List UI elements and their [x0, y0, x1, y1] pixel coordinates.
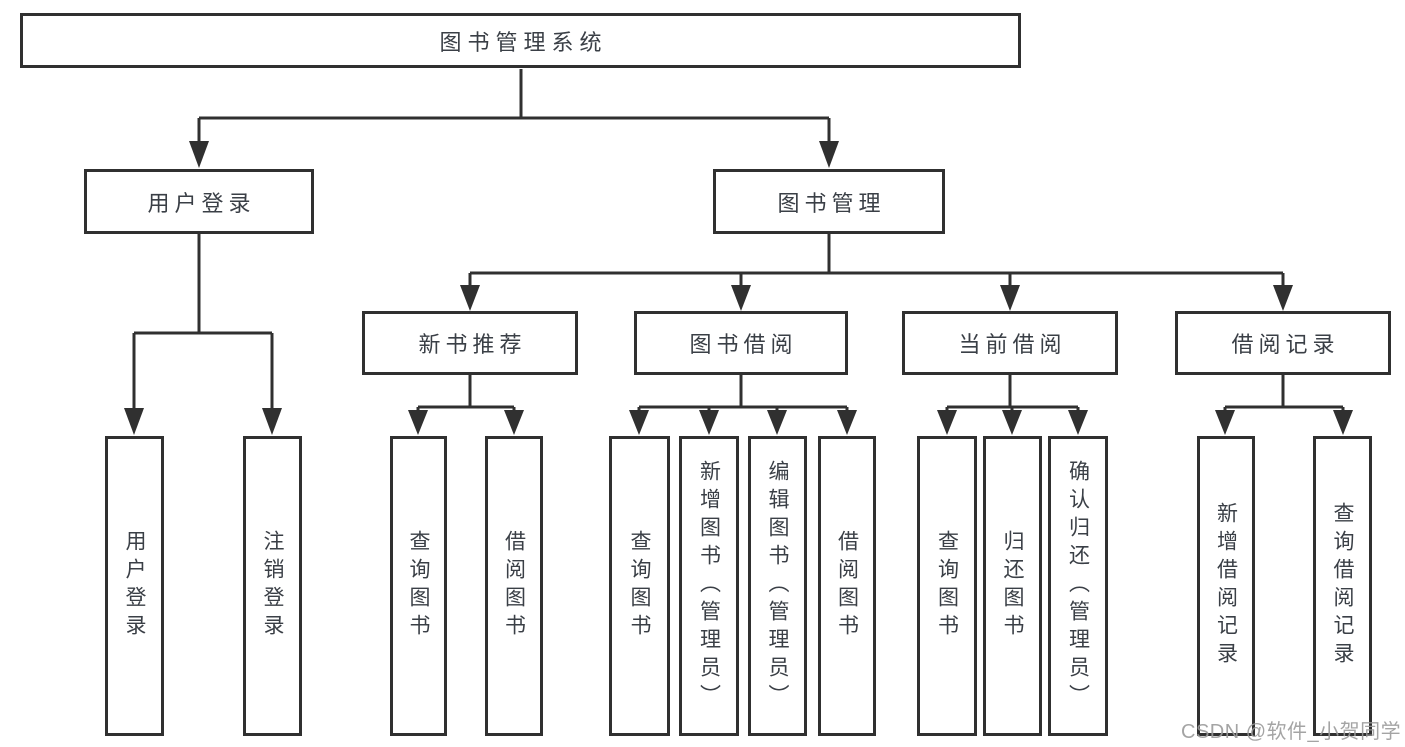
csdn-watermark: CSDN @软件_小贺同学: [1181, 721, 1402, 743]
leaf-user-login: 用户登录: [105, 436, 164, 736]
connector-book-borrow-to-leaves: [629, 375, 857, 435]
leaf-borrow-book-label: 借阅图书: [835, 530, 859, 642]
leaf-borrow-book: 借阅图书: [818, 436, 876, 736]
node-new-book-recommend: 新书推荐: [362, 311, 578, 375]
leaf-return-book-label: 归还图书: [1001, 530, 1024, 642]
node-borrow-records: 借阅记录: [1175, 311, 1391, 375]
leaf-logout-label: 注销登录: [261, 530, 284, 642]
node-new-book-recommend-label: 新书推荐: [418, 332, 527, 357]
leaf-return-book: 归还图书: [983, 436, 1042, 736]
leaf-add-book-admin: 新增图书（管理员）: [679, 436, 739, 736]
leaf-add-borrow-record-label: 新增借阅记录: [1214, 502, 1238, 670]
leaf-query-borrow-record-label: 查询借阅记录: [1331, 502, 1354, 670]
leaf-user-login-label: 用户登录: [123, 530, 146, 642]
node-book-management-label: 图书管理: [777, 190, 886, 216]
node-borrow-records-label: 借阅记录: [1231, 332, 1340, 357]
leaf-borrow-book-recommend-label: 借阅图书: [502, 530, 526, 642]
leaf-query-book-borrow-label: 查询图书: [628, 530, 651, 642]
leaf-query-book-recommend: 查询图书: [390, 436, 447, 736]
node-book-management: 图书管理: [713, 169, 945, 234]
leaf-query-book-borrow: 查询图书: [609, 436, 670, 736]
leaf-confirm-return-admin-label: 确认归还（管理员）: [1066, 460, 1090, 712]
connector-book-management-to-level3: [460, 234, 1293, 311]
leaf-logout: 注销登录: [243, 436, 302, 736]
leaf-borrow-book-recommend: 借阅图书: [485, 436, 543, 736]
node-book-borrow-label: 图书借阅: [689, 332, 798, 357]
leaf-query-book-current-label: 查询图书: [935, 530, 959, 642]
node-current-borrow: 当前借阅: [902, 311, 1118, 375]
node-current-borrow-label: 当前借阅: [958, 332, 1067, 357]
leaf-add-borrow-record: 新增借阅记录: [1197, 436, 1255, 736]
leaf-add-book-admin-label: 新增图书（管理员）: [697, 460, 721, 712]
connector-user-login-to-leaves: [124, 234, 282, 435]
node-user-login: 用户登录: [84, 169, 314, 234]
leaf-edit-book-admin-label: 编辑图书（管理员）: [766, 460, 789, 712]
connector-current-borrow-to-leaves: [937, 375, 1088, 435]
leaf-edit-book-admin: 编辑图书（管理员）: [748, 436, 807, 736]
leaf-query-book-recommend-label: 查询图书: [407, 530, 430, 642]
node-root-label: 图书管理系统: [439, 29, 608, 55]
leaf-query-borrow-record: 查询借阅记录: [1313, 436, 1372, 736]
connector-new-book-recommend-to-leaves: [408, 375, 524, 435]
connector-borrow-records-to-leaves: [1215, 375, 1353, 435]
node-book-borrow: 图书借阅: [634, 311, 848, 375]
node-user-login-label: 用户登录: [147, 190, 256, 216]
node-root: 图书管理系统: [20, 13, 1021, 68]
leaf-query-book-current: 查询图书: [917, 436, 977, 736]
connector-root-to-level2: [189, 69, 839, 168]
leaf-confirm-return-admin: 确认归还（管理员）: [1048, 436, 1108, 736]
